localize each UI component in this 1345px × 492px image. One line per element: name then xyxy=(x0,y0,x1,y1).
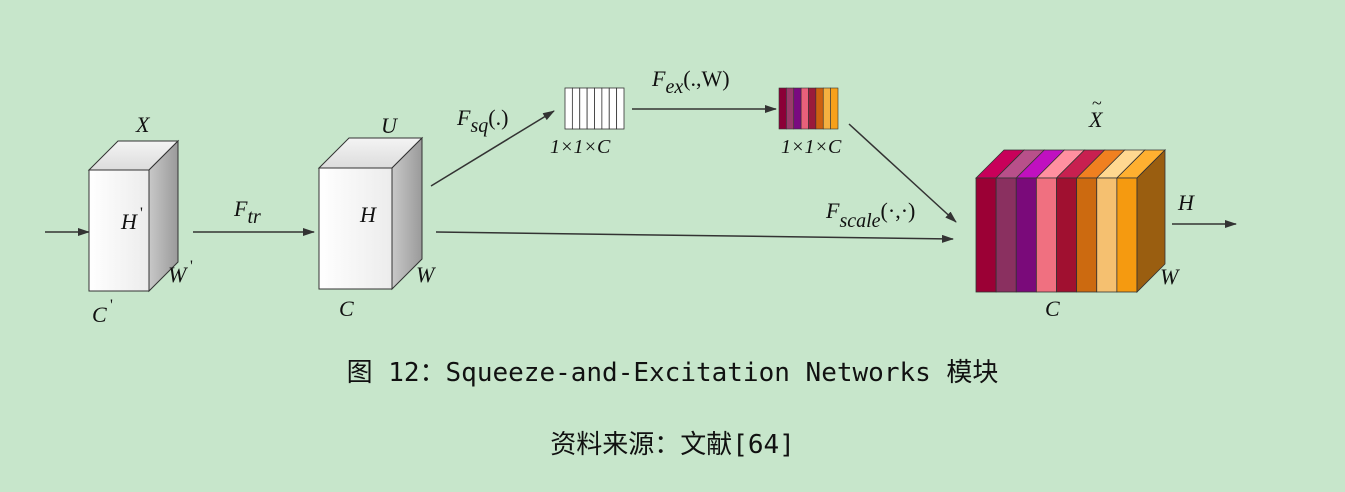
prime-mark-w: ' xyxy=(190,258,193,275)
squeeze-vector xyxy=(564,87,625,130)
label-squeeze-dim: 1×1×C xyxy=(550,136,611,158)
output-tensor-x-tilde xyxy=(975,149,1166,293)
label-f-tr: Ftr xyxy=(233,196,261,228)
label-f-scale: Fscale(·,·) xyxy=(825,198,915,232)
input-tensor-x xyxy=(87,139,180,293)
fscale-arrow xyxy=(435,231,954,243)
squeeze-cell xyxy=(564,87,573,130)
excitation-vector xyxy=(778,87,839,130)
squeeze-cell xyxy=(586,87,595,130)
label-excite-dim: 1×1×C xyxy=(781,136,842,158)
label-x: X xyxy=(135,112,151,137)
prime-mark-h: ' xyxy=(140,205,143,222)
excitation-cell xyxy=(786,87,795,130)
figure-source: 资料来源：文献[64] xyxy=(550,430,795,460)
label-f-ex: Fex(.,W) xyxy=(651,66,730,98)
squeeze-cell xyxy=(579,87,588,130)
excitation-cell xyxy=(800,87,809,130)
tilde-mark: ~ xyxy=(1092,93,1102,113)
squeeze-cell xyxy=(616,87,625,130)
label-u: U xyxy=(381,113,399,138)
f-scale-main: F xyxy=(825,198,840,223)
excite-to-output-arrow xyxy=(848,123,957,223)
f-scale-args: (·,·) xyxy=(881,198,916,223)
f-ex-main: F xyxy=(651,66,666,91)
output-channel-slice xyxy=(1116,177,1138,293)
f-scale-sub: scale xyxy=(839,210,880,232)
output-channel-slice xyxy=(975,177,997,293)
f-sq-sub: sq xyxy=(470,115,488,137)
label-w: W xyxy=(416,262,436,287)
label-c-prime: C xyxy=(92,302,107,327)
label-out-c: C xyxy=(1045,296,1060,321)
output-channel-slice xyxy=(1096,177,1118,293)
f-tr-sub: tr xyxy=(247,206,261,228)
output-channel-slice xyxy=(1076,177,1098,293)
label-f-sq: Fsq(.) xyxy=(456,105,508,137)
label-out-w: W xyxy=(1160,264,1180,289)
label-w-prime: W xyxy=(168,262,188,287)
output-channel-slice xyxy=(1056,177,1078,293)
prime-mark-c: ' xyxy=(110,297,113,314)
f-ex-sub: ex xyxy=(665,76,683,98)
label-c: C xyxy=(339,296,354,321)
f-tr-main: F xyxy=(233,196,248,221)
f-sq-main: F xyxy=(456,105,471,130)
label-h: H xyxy=(359,202,377,227)
fsq-arrow xyxy=(430,110,555,187)
excitation-cell xyxy=(830,87,839,130)
excitation-cell xyxy=(793,87,802,130)
output-channel-slice xyxy=(1035,177,1057,293)
excitation-cell xyxy=(815,87,824,130)
squeeze-cell xyxy=(571,87,581,130)
excitation-cell xyxy=(822,87,831,130)
label-out-h: H xyxy=(1177,190,1195,215)
f-sq-args: (.) xyxy=(488,105,508,130)
excitation-cell xyxy=(778,87,787,130)
output-side-face xyxy=(1136,149,1166,293)
label-x-tilde: X xyxy=(1088,107,1104,132)
figure-caption: 图 12：Squeeze-and-Excitation Networks 模块 xyxy=(346,358,999,388)
output-channel-slice xyxy=(1015,177,1037,293)
squeeze-cell xyxy=(594,87,603,130)
squeeze-cell xyxy=(601,87,610,130)
excitation-cell xyxy=(808,87,817,130)
f-ex-args: (.,W) xyxy=(683,66,729,91)
label-h-prime: H xyxy=(120,209,138,234)
output-channel-slice xyxy=(995,177,1017,293)
squeeze-cell xyxy=(608,87,618,130)
feature-tensor-u xyxy=(317,136,424,291)
